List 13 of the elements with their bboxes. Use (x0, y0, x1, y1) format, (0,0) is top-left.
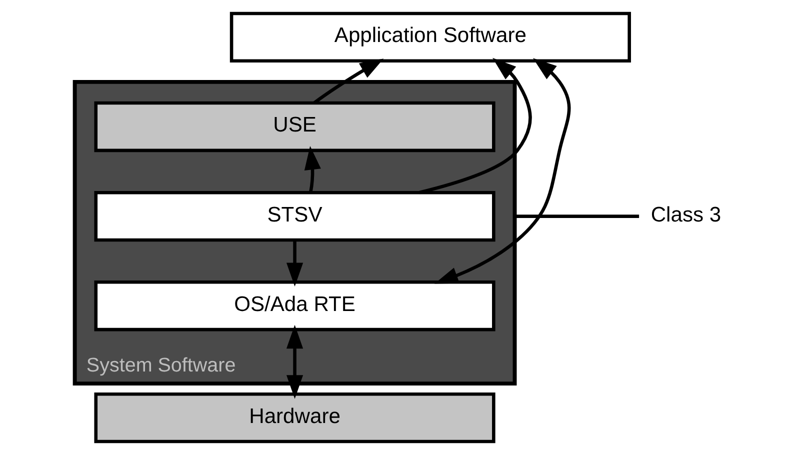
arrow (418, 58, 532, 194)
node-box: Application Software (229, 12, 630, 63)
arrow (312, 58, 384, 104)
arrow (286, 240, 303, 287)
connector (514, 214, 639, 218)
node-box: USE (94, 101, 495, 152)
arrow (286, 324, 303, 399)
node-box: Hardware (94, 392, 495, 444)
arrow (304, 146, 320, 192)
node-box: OS/Ada RTE (94, 280, 495, 332)
node-text: Class 3 (650, 203, 721, 226)
arrow (434, 58, 570, 284)
node-box: STSV (94, 190, 495, 242)
